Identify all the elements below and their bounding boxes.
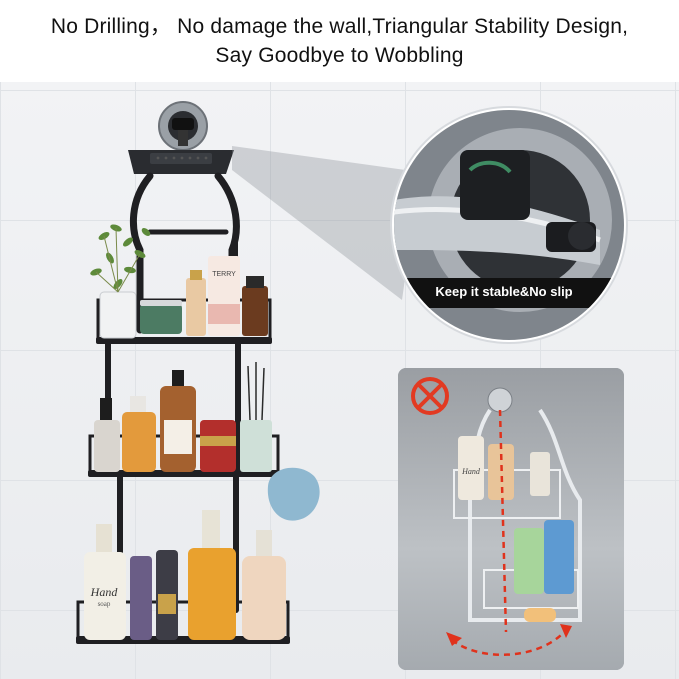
loofah-icon — [267, 467, 320, 521]
top-shelf: TERRY — [90, 224, 272, 344]
terry-label: TERRY — [212, 271, 236, 278]
panel-hand-label: Hand — [461, 467, 481, 476]
comparison-panel: Hand — [398, 368, 624, 670]
cross-circle-icon — [411, 377, 449, 415]
zoom-detail — [390, 106, 628, 344]
vertical-dashed-line — [498, 409, 508, 633]
hand-soap-label: Hand — [90, 585, 119, 599]
zoom-beam — [232, 146, 420, 300]
hand-soap-sublabel: soap — [98, 600, 111, 608]
headline: No Drilling， No damage the wall,Triangul… — [0, 0, 679, 82]
middle-shelf — [88, 362, 320, 521]
shower-head — [128, 150, 234, 174]
bottom-shelf: Hand soap — [76, 510, 290, 644]
shower-arm — [158, 101, 208, 151]
headline-line-1: No Drilling， No damage the wall,Triangul… — [50, 15, 629, 38]
dashed-arc-arrows-icon — [451, 629, 567, 656]
zoom-caption: Keep it stable&No slip — [435, 284, 573, 299]
headline-line-2: Say Goodbye to Wobbling — [215, 44, 464, 67]
